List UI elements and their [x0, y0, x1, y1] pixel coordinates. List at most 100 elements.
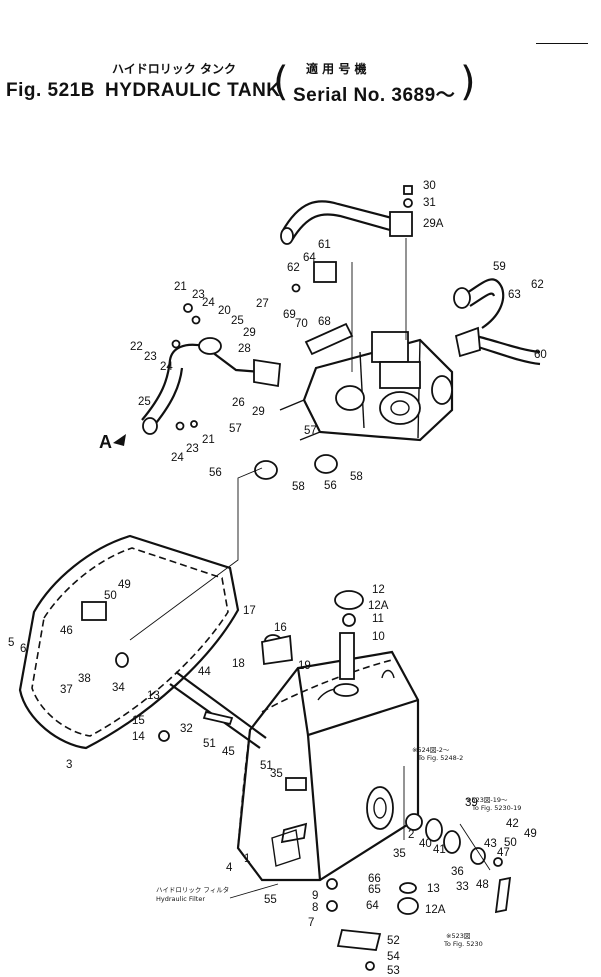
- callout-29: 28: [238, 343, 251, 355]
- callout-40: 38: [78, 673, 91, 685]
- callout-64b: 62: [531, 279, 544, 291]
- note-fig-5230-en: To Fig. 5230: [443, 940, 483, 948]
- callout-26: 25: [231, 315, 244, 327]
- callout-27: 26: [232, 397, 245, 409]
- callout-30: 29: [252, 406, 265, 418]
- callout-62: 60: [534, 349, 547, 361]
- note-fig-5230-19-en: To Fig. 5230-19: [471, 804, 521, 812]
- pump-valve-assembly: [279, 331, 454, 442]
- callout-33: 31: [423, 197, 436, 209]
- callout-5: 5: [8, 637, 14, 649]
- callout-9: 9: [312, 890, 318, 902]
- callout-60: 58: [292, 481, 305, 493]
- bolts-washers-fittings: [158, 185, 512, 971]
- callout-59b: 57: [304, 425, 317, 437]
- callout-15: 14: [132, 731, 145, 743]
- figure-header: ハイドロリック タンク 適 用 号 機 Fig. 521B HYDRAULIC …: [0, 0, 601, 120]
- callout-26b: 25: [138, 396, 151, 408]
- note-fig-5230-jp: ※523図: [446, 932, 470, 940]
- note-filter-en: Hydraulic Filter: [156, 895, 205, 903]
- callout-21: 20: [218, 305, 231, 317]
- callout-55: 53: [387, 965, 400, 977]
- view-arrow-icon: [113, 434, 126, 446]
- view-marker-a: A: [99, 432, 112, 452]
- reference-lines: [129, 238, 491, 899]
- callout-61: 59: [493, 261, 506, 273]
- callout-60b: 58: [350, 471, 363, 483]
- callout-57: 55: [264, 894, 277, 906]
- callout-labels: 30 31 29A 61 62 64 59 62 63 60 21 23 24 …: [8, 180, 547, 977]
- callout-14: 13: [147, 690, 160, 702]
- callout-63: 61: [318, 239, 331, 251]
- callout-2: 2: [408, 829, 414, 841]
- callout-46: 44: [198, 666, 211, 678]
- callout-24b: 23: [144, 351, 157, 363]
- callout-71: 70: [295, 318, 308, 330]
- note-fig-5248-jp: ※524図-2～: [412, 746, 450, 754]
- callout-39: 37: [60, 684, 73, 696]
- callout-49: 47: [497, 847, 510, 859]
- callout-24: 23: [192, 289, 205, 301]
- callout-1: 1: [244, 853, 250, 865]
- callout-59: 57: [229, 423, 242, 435]
- callout-24c: 23: [186, 443, 199, 455]
- callout-45: 43: [484, 838, 497, 850]
- drain-tube: [169, 671, 267, 749]
- callout-3: 3: [66, 759, 72, 771]
- applicable-label-japanese: 適 用 号 機: [306, 62, 367, 76]
- callout-67: 65: [368, 884, 381, 896]
- callout-7: 7: [308, 917, 314, 929]
- callout-58b: 56: [324, 480, 337, 492]
- callout-42: 40: [419, 838, 432, 850]
- suction-pipe-upper: [280, 200, 413, 245]
- callout-11: 11: [372, 613, 384, 625]
- serial-range: Serial No. 3689～: [293, 85, 456, 106]
- callout-35: 33: [456, 881, 469, 893]
- tank-cover-plate: [18, 534, 240, 750]
- title-japanese: ハイドロリック タンク: [112, 62, 236, 76]
- note-filter-jp: ハイドロリック フィルタ: [156, 885, 229, 894]
- callout-58: 56: [209, 467, 222, 479]
- reference-notes: ※524図-2～ To Fig. 5248-2 ※523図-19～ To Fig…: [156, 746, 521, 948]
- callout-25b: 24: [160, 361, 173, 373]
- callout-28: 27: [256, 298, 269, 310]
- suction-pipe-left: [141, 337, 281, 435]
- callout-64: 62: [287, 262, 300, 274]
- callout-32: 30: [423, 180, 436, 192]
- serial-close-paren: ): [460, 59, 476, 105]
- return-hose-right: [453, 278, 541, 366]
- callout-12a: 12A: [368, 600, 389, 612]
- callout-25c: 24: [171, 452, 184, 464]
- note-fig-5248-en: To Fig. 5248-2: [417, 754, 463, 762]
- callout-70: 69: [283, 309, 296, 321]
- callout-53: 51: [203, 738, 216, 750]
- callout-20: 19: [298, 660, 311, 672]
- callout-29a: 29: [243, 327, 256, 339]
- callout-14b: 13: [427, 883, 440, 895]
- callout-37b: 35: [393, 848, 406, 860]
- callout-8: 8: [312, 902, 318, 914]
- callout-56: 54: [387, 951, 400, 963]
- callout-38: 36: [451, 866, 464, 878]
- callout-22b: 21: [202, 434, 215, 446]
- figure-title: HYDRAULIC TANK: [105, 80, 281, 101]
- callout-34: 32: [180, 723, 193, 735]
- callout-48: 46: [60, 625, 73, 637]
- callout-43: 41: [433, 844, 446, 856]
- callout-52b: 50: [504, 837, 517, 849]
- callout-68: 66: [368, 873, 381, 885]
- callout-12: 12: [372, 584, 385, 596]
- callout-44: 42: [506, 818, 519, 830]
- callout-13: 12A: [425, 904, 446, 916]
- callout-19: 18: [232, 658, 245, 670]
- callout-4: 4: [226, 862, 233, 874]
- callout-52: 50: [104, 590, 117, 602]
- figure-number: Fig. 521B: [6, 80, 95, 101]
- callout-6: 6: [20, 643, 26, 655]
- callout-17: 16: [274, 622, 287, 634]
- callout-25: 24: [202, 297, 215, 309]
- callout-31: 29A: [423, 218, 444, 230]
- callout-54: 52: [387, 935, 400, 947]
- callout-36: 34: [112, 682, 125, 694]
